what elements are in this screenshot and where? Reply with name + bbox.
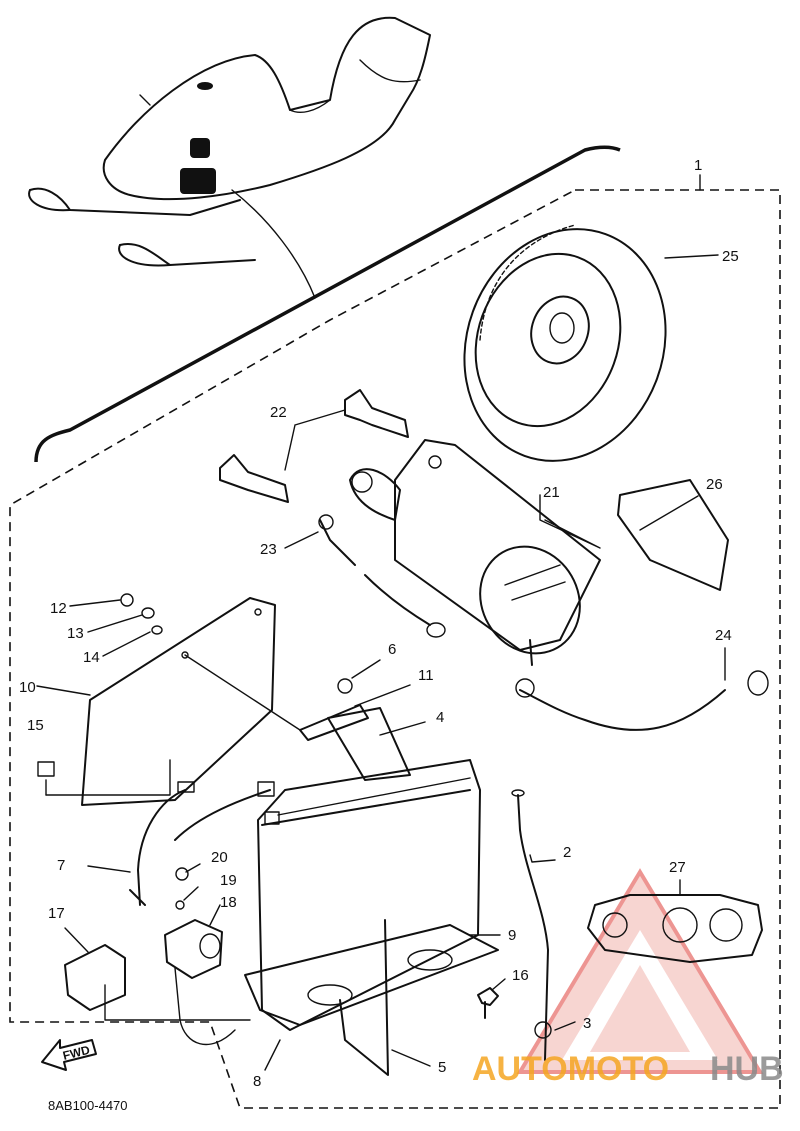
- callout-21: 21: [543, 484, 560, 501]
- battery-tray-part: [244, 924, 499, 1026]
- callout-26: 26: [706, 476, 723, 493]
- callout-24: 24: [715, 627, 732, 644]
- callout-27: 27: [669, 859, 686, 876]
- callout-2: 2: [563, 844, 571, 861]
- callout-11: 11: [418, 667, 434, 684]
- indicator-panel-part: [587, 894, 763, 963]
- battery-cable-part: [519, 689, 726, 731]
- callout-15: 15: [27, 717, 44, 734]
- callout-6: 6: [388, 641, 396, 658]
- bolt-16-part: [477, 987, 499, 1019]
- callout-9: 9: [508, 927, 516, 944]
- callout-10: 10: [19, 679, 36, 696]
- shim-part: [617, 479, 729, 591]
- watermark-text-grey: HUB: [710, 1050, 784, 1088]
- callout-labels: 1 2 3 4 5 6 7 8 9 10 11 12 13 14 15 16 1…: [19, 157, 739, 1090]
- drawing-code: 8AB100-4470: [48, 1098, 128, 1113]
- callout-4: 4: [436, 709, 444, 726]
- watermark-triangle-icon: [516, 868, 764, 1074]
- callout-5: 5: [438, 1059, 446, 1076]
- battery-cover-part: [81, 597, 276, 806]
- ring-gear-part: [463, 224, 667, 462]
- watermark-logo: AUTOMOTO HUB: [472, 1050, 784, 1088]
- callout-leaders: [36, 174, 726, 1071]
- fwd-label: FWD: [61, 1043, 91, 1063]
- washer-nut-parts: [37, 593, 171, 796]
- callout-18: 18: [220, 894, 237, 911]
- callout-16: 16: [512, 967, 529, 984]
- callout-20: 20: [211, 849, 228, 866]
- callout-7: 7: [57, 857, 65, 874]
- callout-14: 14: [83, 649, 100, 666]
- callout-12: 12: [50, 600, 67, 617]
- starter-motor-part: [349, 439, 601, 666]
- wire-harness-part: [137, 789, 271, 906]
- callout-22: 22: [270, 404, 287, 421]
- fuse-holder-part: [64, 944, 251, 1021]
- kit-boundary: [9, 189, 781, 1109]
- bolt-part: [219, 389, 409, 503]
- callout-3: 3: [583, 1015, 591, 1032]
- callout-8: 8: [253, 1073, 261, 1090]
- callout-19: 19: [220, 872, 237, 889]
- forward-arrow-icon: FWD: [41, 1039, 97, 1071]
- battery-part: [257, 707, 481, 1031]
- callout-1: 1: [694, 157, 702, 174]
- callout-13: 13: [67, 625, 84, 642]
- callout-23: 23: [260, 541, 277, 558]
- battery-bracket-part: [184, 654, 369, 741]
- snowmobile-illustration: [28, 16, 431, 299]
- starter-lead-cable: [319, 519, 431, 626]
- callout-25: 25: [722, 248, 739, 265]
- hold-down-rod-part: [339, 919, 389, 1076]
- watermark-text-orange: AUTOMOTO: [472, 1050, 669, 1088]
- vent-hose-part: [517, 794, 549, 1061]
- callout-17: 17: [48, 905, 65, 922]
- starter-relay-part: [164, 867, 236, 1046]
